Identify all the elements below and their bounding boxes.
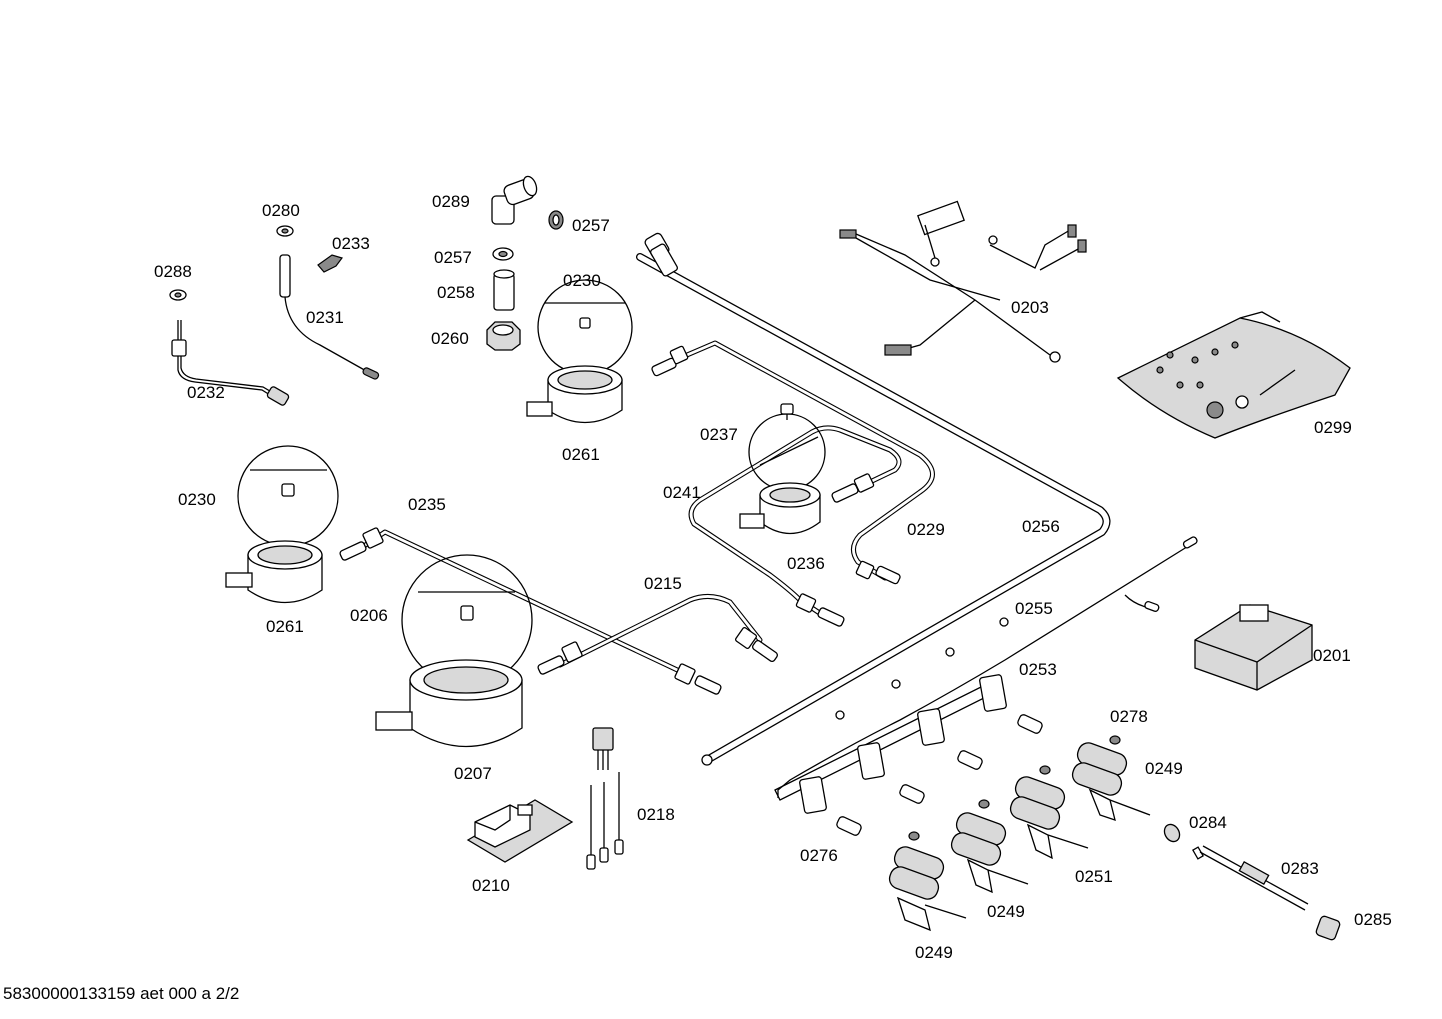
burner-base-0261-left [225, 540, 323, 604]
wiring-harness-0203 [839, 200, 1087, 363]
label-0237: 0237 [700, 425, 738, 444]
burner-base-0207 [375, 659, 523, 748]
nozzle-icon [674, 663, 722, 695]
gas-valve-0249-bottom [888, 846, 967, 932]
label-0215: 0215 [644, 574, 682, 593]
label-0257-left: 0257 [434, 248, 472, 267]
electrode-0231 [279, 254, 380, 380]
label-0283: 0283 [1281, 859, 1319, 878]
electronic-module-0210 [466, 799, 574, 863]
label-0257-top: 0257 [572, 216, 610, 235]
label-0236: 0236 [787, 554, 825, 573]
label-0284: 0284 [1189, 813, 1227, 832]
label-0201: 0201 [1313, 646, 1351, 665]
label-0276: 0276 [800, 846, 838, 865]
gas-pipe-0256 [636, 232, 1111, 766]
thermocouple-0232 [171, 320, 290, 406]
label-0218: 0218 [637, 805, 675, 824]
nozzle-icon [734, 626, 778, 663]
label-0229: 0229 [907, 520, 945, 539]
label-0299: 0299 [1314, 418, 1352, 437]
burner-base-0261-top [526, 365, 623, 424]
label-0251: 0251 [1075, 867, 1113, 886]
nut-0278 [908, 735, 1121, 841]
gas-valve-0249-middle [950, 812, 1029, 894]
label-0285: 0285 [1354, 910, 1392, 929]
nozzle-icon [855, 560, 901, 585]
label-0206: 0206 [350, 606, 388, 625]
burner-plate-0237 [748, 403, 826, 491]
burner-plate-0230-top [537, 279, 633, 375]
label-0249-bottom: 0249 [915, 943, 953, 962]
nozzle-icon [339, 527, 384, 561]
label-0288: 0288 [154, 262, 192, 281]
label-0249-middle: 0249 [987, 902, 1025, 921]
label-0258: 0258 [437, 283, 475, 302]
label-0232: 0232 [187, 383, 225, 402]
rod-0283 [1192, 845, 1309, 911]
label-0256: 0256 [1022, 517, 1060, 536]
nut-0260 [486, 321, 521, 351]
spark-module-0201 [1194, 604, 1313, 691]
label-0235: 0235 [408, 495, 446, 514]
gas-pipe-0215 [537, 594, 778, 675]
washer-0257 [548, 210, 564, 230]
parts-bag-0299 [1116, 311, 1351, 439]
connector-0285 [1315, 915, 1341, 941]
adapter-0258 [493, 269, 515, 311]
washer-0280 [276, 225, 294, 237]
sensor-wires-0218 [586, 727, 624, 870]
label-0261-left: 0261 [266, 617, 304, 636]
label-0231: 0231 [306, 308, 344, 327]
nozzle-icon [831, 473, 875, 503]
valve-pin-0276 [836, 714, 1043, 836]
label-0207: 0207 [454, 764, 492, 783]
gas-valve-0249-right [1071, 742, 1151, 821]
drawing-number-footer: 58300000133159 aet 000 a 2/2 [3, 984, 239, 1003]
cap-0284 [1163, 823, 1181, 843]
label-0253: 0253 [1019, 660, 1057, 679]
label-0278: 0278 [1110, 707, 1148, 726]
burner-base-0236 [739, 482, 821, 535]
ignition-lead-0255 [777, 536, 1198, 798]
label-0203: 0203 [1011, 298, 1049, 317]
gas-pipe-0229 [651, 340, 935, 585]
label-0241: 0241 [663, 483, 701, 502]
bracket-0253 [774, 617, 1009, 814]
label-0230-top: 0230 [563, 271, 601, 290]
washer-0257 [492, 247, 514, 261]
nozzle-icon [537, 641, 583, 675]
label-0249-right: 0249 [1145, 759, 1183, 778]
clip-0233 [317, 254, 343, 273]
label-0230-left: 0230 [178, 490, 216, 509]
label-0261-top: 0261 [562, 445, 600, 464]
gas-pipe-0241 [688, 425, 902, 627]
washer-0288 [169, 289, 187, 301]
gas-pipe-0235 [339, 527, 722, 695]
nozzle-icon [795, 593, 845, 627]
label-0210: 0210 [472, 876, 510, 895]
gas-valve-0251 [1009, 776, 1089, 860]
label-0260: 0260 [431, 329, 469, 348]
nozzle-icon [651, 345, 689, 377]
label-0233: 0233 [332, 234, 370, 253]
burner-plate-0230-left [237, 445, 339, 547]
label-0255: 0255 [1015, 599, 1053, 618]
label-0289: 0289 [432, 192, 470, 211]
label-0280: 0280 [262, 201, 300, 220]
elbow-connector-0289 [491, 175, 538, 225]
